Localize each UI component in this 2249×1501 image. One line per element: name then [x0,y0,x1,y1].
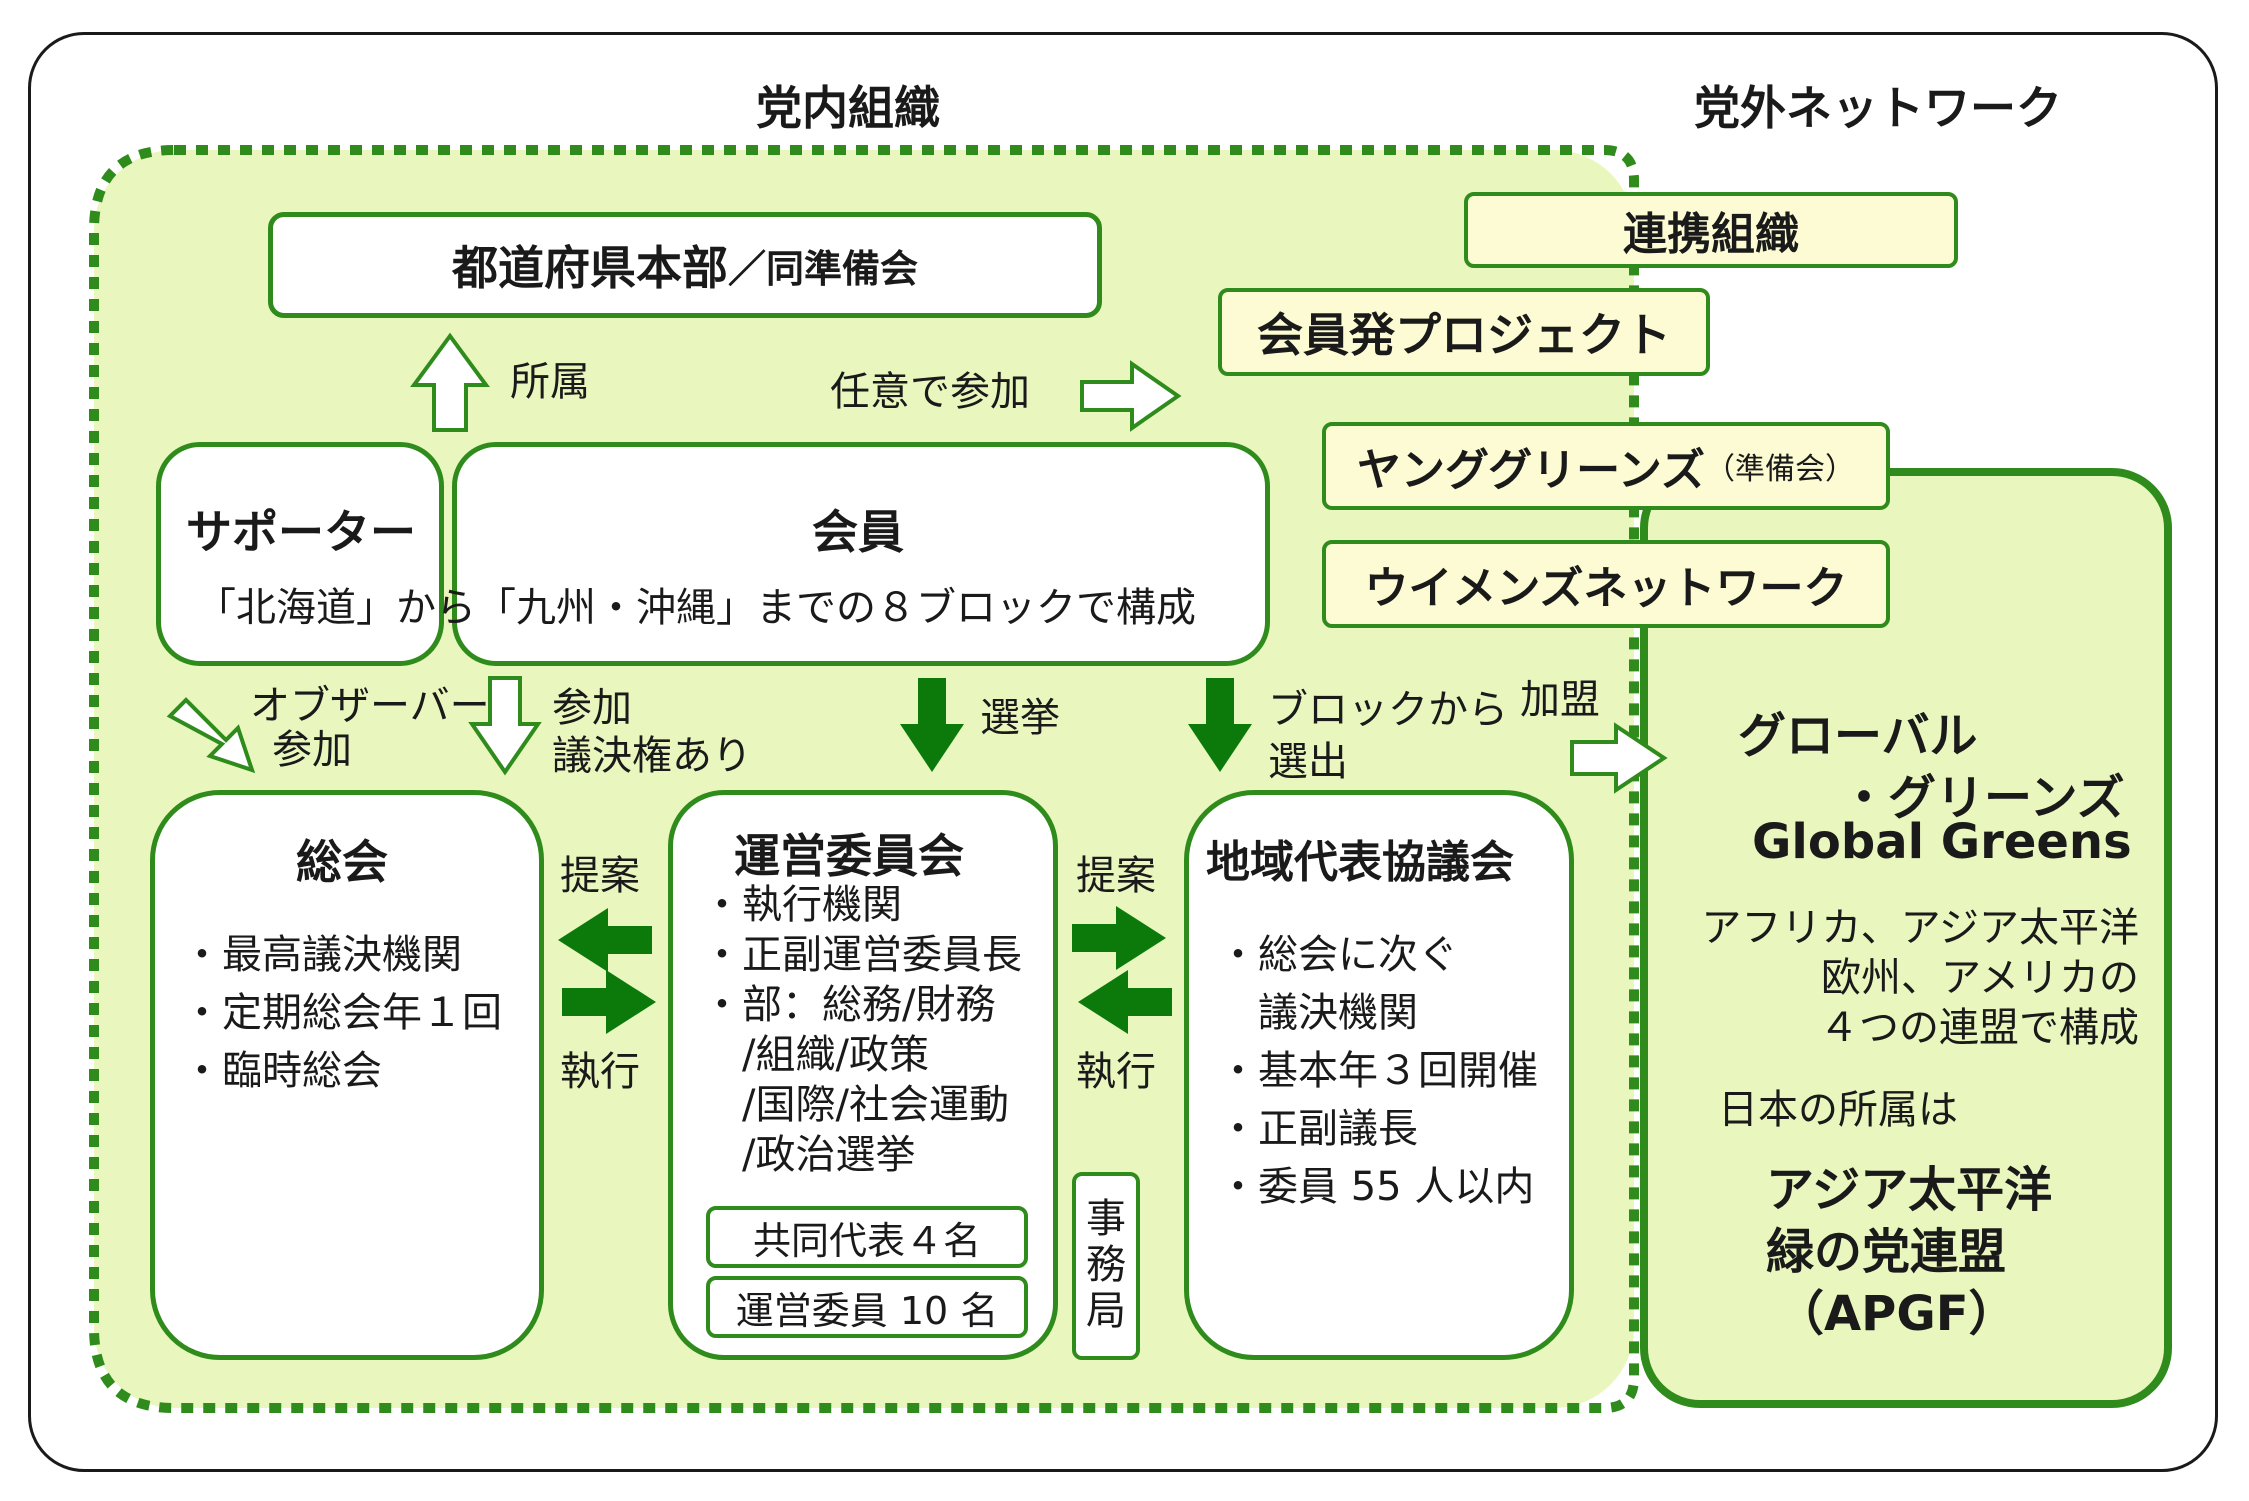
japan-affiliation-label: 日本の所属は [1718,1087,1958,1133]
block-select-arrow [1188,678,1252,772]
prefecture-box: 都道府県本部 ／同準備会 [268,212,1102,318]
young-greens-label: ヤンググリーンズ [1356,445,1706,496]
steering-members-box: 運営委員 10 名 [706,1276,1028,1338]
general-assembly-box [150,790,544,1360]
execute-right-label: 執行 [1076,1049,1156,1095]
execute-left-label: 執行 [560,1049,640,1095]
prefecture-subtitle: ／同準備会 [727,246,918,291]
regional-council-box [1184,790,1574,1360]
steering-title: 運営委員会 [734,829,964,883]
participate-label: 議決権あり [552,733,752,779]
join-arrow [1570,722,1668,794]
inside-org-label: 党内組織 [756,81,940,135]
global-greens-title-2: ・グリーンズ [1840,770,2125,826]
supporter-box [156,442,444,666]
observer-label: 参加 [272,727,352,773]
join-label: 加盟 [1520,677,1600,723]
regional-item: ・基本年３回開催 [1218,1048,1538,1094]
apgf-line: （APGF） [1776,1286,2017,1342]
propose-left-arrow [558,908,652,972]
global-greens-desc: アフリカ、アジア太平洋 [1701,905,2139,951]
observer-label: オブザーバー [250,683,490,729]
general-assembly-item: ・臨時総会 [182,1048,382,1094]
member-box [452,442,1270,666]
regional-item: ・正副議長 [1218,1106,1418,1152]
global-greens-desc: 欧州、アメリカの [1821,955,2139,1001]
election-label: 選挙 [980,695,1060,741]
outside-network-label: 党外ネットワーク [1694,81,2062,135]
secretariat-box [1072,1172,1140,1360]
participate-arrow [468,676,542,776]
global-greens-title-en: Global Greens [1752,814,2132,870]
member-title: 会員 [812,505,904,559]
global-greens-desc: ４つの連盟で構成 [1819,1005,2139,1051]
propose-right-label: 提案 [1076,853,1156,899]
womens-network-box: ウイメンズネットワーク [1322,540,1890,628]
co-representatives-box: 共同代表４名 [706,1206,1028,1268]
member-description: 「北海道」から「九州・沖縄」までの８ブロックで構成 [196,585,1196,631]
general-assembly-item: ・定期総会年１回 [182,990,502,1036]
propose-right-arrow [1072,906,1166,970]
affiliation-label: 所属 [510,359,590,405]
apgf-line: アジア太平洋 [1766,1162,2053,1218]
block-label: ブロックから [1268,687,1508,733]
execute-right-arrow [1078,970,1172,1034]
supporter-label: サポーター [186,505,416,559]
regional-title: 地域代表協議会 [1206,837,1514,888]
participate-label: 参加 [552,685,632,731]
general-assembly-item: ・最高議決機関 [182,932,462,978]
steering-item: ・部：総務/財務 [702,982,996,1028]
prefecture-title: 都道府県本部 [451,241,728,295]
observer-arrow [166,697,256,774]
regional-item: ・総会に次ぐ [1218,932,1458,978]
partner-org-box: 連携組織 [1464,192,1958,268]
global-greens-title-1: グローバル [1738,708,1978,764]
steering-item: ・執行機関 [702,882,902,928]
apgf-line: 緑の党連盟 [1766,1224,2007,1280]
young-greens-box: ヤンググリーンズ （準備会） [1322,422,1890,510]
voluntary-label: 任意で参加 [830,369,1030,415]
regional-item: 議決機関 [1218,990,1418,1036]
steering-item: /組織/政策 [702,1032,929,1078]
election-arrow [900,678,964,772]
regional-item: ・委員 55 人以内 [1218,1164,1535,1210]
steering-item: /政治選挙 [702,1132,916,1178]
steering-item: ・正副運営委員長 [702,932,1022,978]
execute-left-arrow [562,970,656,1034]
steering-item: /国際/社会運動 [702,1082,1009,1128]
affiliation-arrow [410,332,490,432]
young-greens-note: （準備会） [1705,452,1856,487]
block-label: 選出 [1268,739,1348,785]
secretariat-label: 事 務 局 [1086,1196,1126,1334]
propose-left-label: 提案 [560,853,640,899]
voluntary-arrow [1080,360,1182,432]
member-project-box: 会員発プロジェクト [1218,288,1710,376]
outer-frame [28,32,2218,1472]
general-assembly-title: 総会 [296,835,388,889]
